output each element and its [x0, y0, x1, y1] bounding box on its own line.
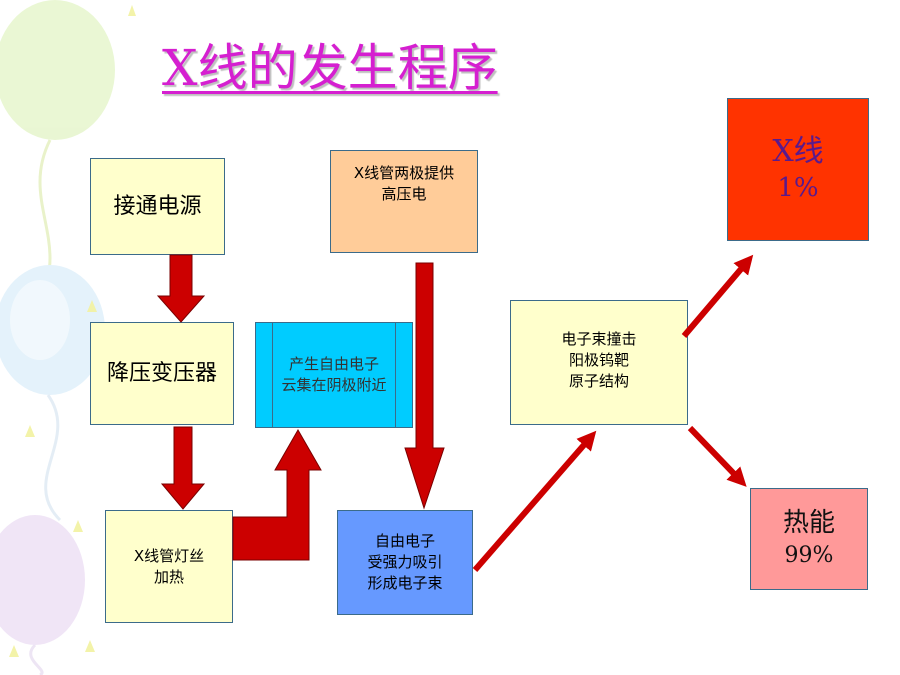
star-decoration — [9, 645, 19, 657]
power-box: 接通电源 — [90, 158, 225, 255]
heat-percent: 99% — [784, 543, 834, 568]
high-voltage-label: X线管两极提供 高压电 — [353, 164, 455, 203]
electron-beam-box: 自由电子 受强力吸引 形成电子束 — [337, 510, 473, 615]
xray-label: X线 — [772, 134, 824, 169]
power-label: 接通电源 — [113, 193, 202, 219]
transformer-label: 降压变压器 — [106, 360, 217, 386]
balloon-string — [44, 394, 62, 522]
star-decoration — [25, 425, 35, 437]
electron-cloud-box: 产生自由电子 云集在阴极附近 — [255, 322, 413, 428]
purple-balloon — [0, 515, 85, 645]
filament-box: X线管灯丝 加热 — [105, 510, 233, 623]
high-voltage-box: X线管两极提供 高压电 — [330, 150, 478, 253]
filament-label: X线管灯丝 加热 — [133, 546, 205, 586]
star-decoration — [85, 640, 95, 652]
xray-box: X线 1% — [727, 98, 869, 241]
electron-cloud-label: 产生自由电子 云集在阴极附近 — [281, 355, 387, 394]
page-title: X线的发生程序 — [162, 39, 498, 97]
star-decoration — [87, 300, 97, 312]
balloon-string — [29, 643, 44, 675]
star-decoration — [128, 5, 136, 16]
target-label: 电子束撞击 阳极钨靶 原子结构 — [561, 330, 637, 390]
star-decoration — [73, 520, 83, 532]
box-edge-right — [395, 323, 396, 427]
electron-beam-label: 自由电子 受强力吸引 形成电子束 — [367, 532, 443, 592]
blue-balloon-highlight — [10, 280, 70, 360]
target-box: 电子束撞击 阳极钨靶 原子结构 — [510, 300, 688, 425]
heat-label: 热能 — [782, 508, 835, 538]
heat-box: 热能 99% — [750, 488, 868, 590]
green-balloon — [0, 0, 115, 140]
xray-percent: 1% — [777, 173, 819, 203]
transformer-box: 降压变压器 — [90, 322, 234, 425]
box-edge-left — [272, 323, 273, 427]
